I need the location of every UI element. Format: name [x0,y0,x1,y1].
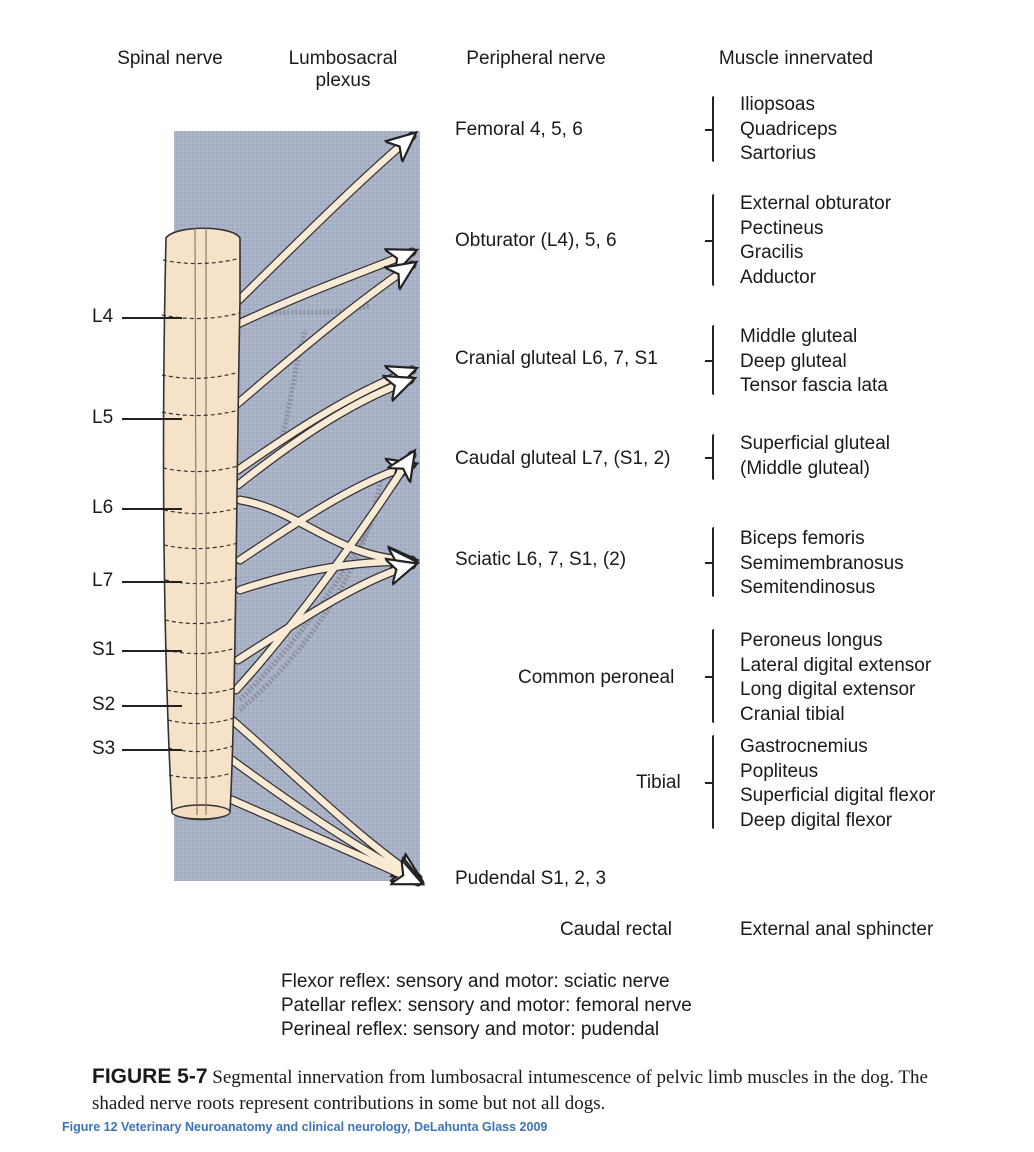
figure-source: Figure 12 Veterinary Neuroanatomy and cl… [62,1120,548,1134]
muscle-item: Iliopsoas [740,94,815,115]
muscle-item: Semitendinosus [740,577,876,598]
figure-caption: FIGURE 5-7 Segmental innervation from lu… [92,1064,972,1117]
brace-obturator [705,194,714,286]
reflex-note: Patellar reflex: sensory and motor: femo… [281,995,692,1016]
muscles-caudal-rectal: External anal sphincter [740,918,933,943]
header-muscle-innervated: Muscle innervated [718,48,874,69]
header-spinal-nerve: Spinal nerve [117,48,223,69]
muscle-item: Superficial gluteal [740,433,890,454]
nerve-label-pudendal: Pudendal S1, 2, 3 [455,868,607,889]
nerve-label-caudal-rectal: Caudal rectal [560,919,672,940]
muscles-femoral: Iliopsoas Quadriceps Sartorius [740,93,837,167]
muscle-item: Gracilis [740,242,804,263]
segment-tick-l4 [122,317,182,319]
muscle-item: External anal sphincter [740,919,934,940]
nerve-label-cranial-gluteal: Cranial gluteal L6, 7, S1 [455,348,658,369]
muscle-item: Quadriceps [740,118,838,140]
reflex-notes: Flexor reflex: sensory and motor: sciati… [281,970,692,1042]
muscles-sciatic: Biceps femoris Semimembranosus Semitendi… [740,527,904,601]
header-peripheral-nerve: Peripheral nerve [466,48,606,69]
segment-label-l7: L7 [92,570,114,591]
muscle-item: Lateral digital extensor [740,654,932,676]
segment-tick-l7 [122,581,182,583]
muscle-item: Deep gluteal [740,350,847,372]
nerve-label-caudal-gluteal: Caudal gluteal L7, (S1, 2) [455,448,671,469]
muscle-item: Long digital extensor [740,679,916,700]
muscle-item: Sartorius [740,143,817,164]
muscles-caudal-gluteal: Superficial gluteal (Middle gluteal) [740,432,890,481]
spinal-cord [161,227,242,821]
segment-label-s2: S2 [92,694,116,715]
muscle-item: Biceps femoris [740,528,865,549]
brace-sciatic [705,527,714,597]
muscle-item: Popliteus [740,760,819,782]
figure-label: FIGURE 5-7 [92,1065,208,1088]
brace-cranial-gluteal [705,325,714,395]
brace-common-peroneal [705,629,714,723]
muscles-cranial-gluteal: Middle gluteal Deep gluteal Tensor fasci… [740,325,888,399]
nerve-branches [227,136,418,887]
nerve-label-common-peroneal: Common peroneal [518,667,675,688]
muscle-item: Adductor [740,266,817,288]
segment-tick-s2 [122,705,182,707]
muscle-item: Superficial digital flexor [740,785,936,806]
brace-tibial [705,735,714,829]
nerve-label-obturator: Obturator (L4), 5, 6 [455,230,617,251]
nerve-label-tibial: Tibial [636,772,681,793]
segment-tick-s3 [122,749,182,751]
reflex-note: Perineal reflex: sensory and motor: pude… [281,1019,660,1040]
segment-tick-l6 [122,508,182,510]
muscle-item: Tensor fascia lata [740,375,888,396]
reflex-note: Flexor reflex: sensory and motor: sciati… [281,971,670,992]
header-lumbosacral-plexus: Lumbosacral plexus [288,48,398,91]
caption-text: Segmental innervation from lumbosacral i… [92,1067,928,1114]
muscle-item: Pectineus [740,217,824,239]
muscle-item: Peroneus longus [740,630,883,651]
muscles-tibial: Gastrocnemius Popliteus Superficial digi… [740,735,935,833]
segment-label-l6: L6 [92,497,114,518]
segment-label-s3: S3 [92,738,116,759]
segment-label-l5: L5 [92,407,114,428]
nerve-label-sciatic: Sciatic L6, 7, S1, (2) [455,549,627,570]
segment-tick-s1 [122,650,182,652]
muscle-item: External obturator [740,193,892,214]
muscle-item: Semimembranosus [740,552,904,574]
muscle-item: Deep digital flexor [740,809,893,831]
muscle-item: Middle gluteal [740,326,858,347]
muscle-item: Cranial tibial [740,703,845,725]
muscle-item: (Middle gluteal) [740,457,870,479]
brace-femoral [705,96,714,162]
segment-label-s1: S1 [92,639,116,660]
muscles-obturator: External obturator Pectineus Gracilis Ad… [740,192,891,290]
brace-caudal-gluteal [705,434,714,480]
segment-label-l4: L4 [92,306,114,327]
nerve-label-femoral: Femoral 4, 5, 6 [455,119,583,140]
muscle-item: Gastrocnemius [740,736,868,757]
muscles-common-peroneal: Peroneus longus Lateral digital extensor… [740,629,931,727]
segment-tick-l5 [122,418,182,420]
